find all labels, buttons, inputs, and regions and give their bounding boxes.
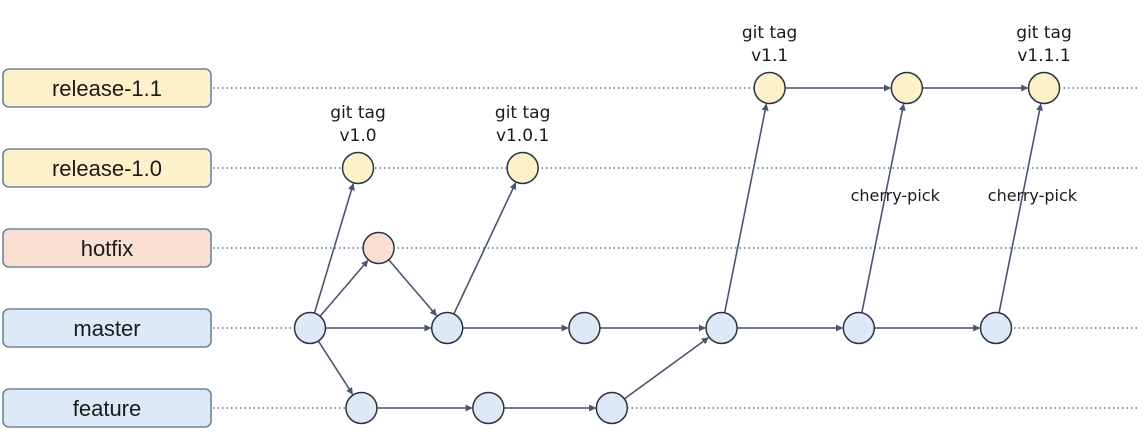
commit-edges	[313, 84, 1043, 412]
tag-labels: git tag v1.0 git tag v1.0.1 git tag v1.1 git t…	[330, 23, 1071, 146]
edge-m1-h1	[319, 259, 369, 317]
branch-box-release-1.1	[2, 68, 212, 108]
branch-label-release-1.0: release-1.0	[52, 156, 162, 181]
edge-m1-f1	[317, 340, 354, 395]
branch-label-release-1.1: release-1.1	[52, 76, 162, 101]
commit-m6	[979, 311, 1013, 345]
branch-label-master: master	[73, 316, 140, 341]
tag-label-r10b-line1: git tag	[495, 103, 550, 123]
commit-m5	[842, 311, 876, 345]
edge-f3-m4	[623, 337, 709, 400]
tag-label-r11c-line1: git tag	[1016, 23, 1071, 43]
commit-m1	[293, 311, 327, 345]
branch-labels: release-1.1 release-1.0 hotfix master featur…	[2, 68, 212, 428]
commit-h1	[362, 231, 395, 265]
tag-label-r10a-line2: v1.0	[339, 126, 376, 146]
branch-label-hotfix: hotfix	[81, 236, 134, 261]
branch-box-feature	[2, 388, 212, 428]
commit-r11c	[1027, 71, 1061, 105]
commit-r11b	[890, 71, 924, 105]
edge-m1-r10a	[313, 183, 355, 314]
commit-m2	[430, 311, 464, 345]
tag-label-r10b-line2: v1.0.1	[496, 126, 549, 146]
commit-nodes	[293, 71, 1061, 425]
commit-r10a	[341, 151, 375, 185]
branch-box-release-1.0	[2, 148, 212, 188]
branch-box-hotfix	[2, 228, 212, 268]
edge-m5-r11b	[861, 103, 906, 313]
tag-label-r10a-line1: git tag	[330, 103, 385, 123]
commit-r10b	[506, 151, 539, 185]
cherry-pick-labels: cherry-pick cherry-pick	[851, 186, 1078, 205]
cherry-pick-label-m6-r11c: cherry-pick	[988, 186, 1078, 205]
commit-f3	[595, 391, 629, 425]
commit-r11a	[753, 71, 786, 105]
edge-h1-m2	[388, 259, 438, 317]
edge-m6-r11c	[998, 103, 1043, 313]
edge-m4-r11a	[723, 103, 769, 313]
tag-label-r11a-line1: git tag	[742, 23, 797, 43]
edge-m2-r10b	[453, 182, 517, 315]
commit-f1	[345, 391, 378, 425]
cherry-pick-label-m5-r11b: cherry-pick	[851, 186, 941, 205]
branch-box-master	[2, 308, 212, 348]
commit-f2	[472, 391, 505, 425]
tag-label-r11a-line2: v1.1	[751, 46, 788, 66]
commit-m3	[568, 311, 601, 345]
tag-label-r11c-line2: v1.1.1	[1017, 46, 1070, 66]
commit-m4	[705, 311, 738, 345]
branch-label-feature: feature	[73, 396, 142, 421]
